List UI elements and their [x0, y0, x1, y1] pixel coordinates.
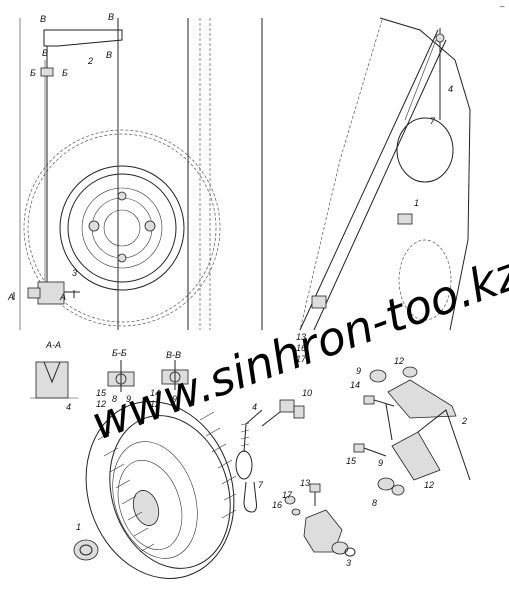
bolt-16-17 — [284, 495, 301, 516]
callout-12a: 12 — [394, 356, 404, 366]
section-mark-v-top-right: В — [108, 12, 114, 22]
section-mark-v-top-left: В — [40, 14, 46, 24]
callout-4: 4 — [252, 402, 257, 412]
section-bb-label-15: 15 — [96, 388, 107, 398]
labels: В В В В Б Б А А 2 3 4 7 1 13 16 17 А-А 4… — [7, 2, 505, 568]
winch — [303, 509, 356, 557]
spare-wheel-tire — [85, 401, 237, 579]
callout-2: 2 — [87, 56, 93, 66]
callout-12b: 12 — [424, 480, 434, 490]
callout-1-right: 1 — [414, 198, 419, 208]
callout-16: 16 — [296, 343, 306, 353]
section-mark-a-right: А — [59, 292, 66, 302]
mounting-plate — [391, 409, 471, 481]
callout-17-detail: 17 — [282, 490, 293, 500]
corner-mark: – — [500, 2, 505, 11]
bracket — [385, 379, 457, 441]
bolt-13 — [309, 483, 321, 506]
section-vv-label-9: 9 — [172, 394, 177, 404]
section-bb-label-8: 8 — [112, 394, 117, 404]
main-view-left — [13, 18, 263, 330]
callout-2-detail: 2 — [461, 416, 467, 426]
section-vv-title: В-В — [166, 350, 181, 360]
callout-9b: 9 — [378, 458, 383, 468]
section-mark-b-left: Б — [30, 68, 36, 78]
callout-3-detail: 3 — [346, 558, 351, 568]
section-vv-label-14: 14 — [150, 388, 160, 398]
callout-15: 15 — [346, 456, 357, 466]
callout-4-right: 4 — [448, 84, 453, 94]
section-vv-label-12: 12 — [150, 399, 160, 409]
callout-3: 3 — [72, 268, 77, 278]
section-mark-b-right: Б — [62, 68, 68, 78]
section-aa-title: А-А — [45, 340, 61, 350]
callout-13-detail: 13 — [300, 478, 310, 488]
callout-17: 17 — [296, 354, 307, 364]
callout-1-detail: 1 — [76, 522, 81, 532]
callout-7: 7 — [258, 480, 264, 490]
callout-16-detail: 16 — [272, 500, 282, 510]
section-vv-detail — [161, 360, 189, 390]
cable — [235, 409, 263, 480]
wheel-nut — [73, 539, 99, 561]
pin — [261, 399, 305, 427]
section-mark-v-mid-left: В — [42, 48, 48, 58]
callout-9a: 9 — [356, 366, 361, 376]
section-bb-label-12: 12 — [96, 399, 106, 409]
section-aa-label-4: 4 — [66, 402, 71, 412]
callout-14: 14 — [350, 380, 360, 390]
callout-10: 10 — [302, 388, 312, 398]
section-mark-v-mid-right: В — [106, 50, 112, 60]
section-bb-label-9: 9 — [126, 394, 131, 404]
section-bb-detail — [107, 360, 135, 392]
section-mark-a-left: А — [7, 292, 14, 302]
callout-8: 8 — [372, 498, 377, 508]
section-aa-detail — [30, 361, 78, 399]
callout-13: 13 — [296, 332, 306, 342]
callout-7-right: 7 — [430, 116, 436, 126]
bolts-14-15 — [353, 395, 395, 457]
hook — [243, 481, 257, 513]
section-bb-title: Б-Б — [112, 348, 127, 358]
main-view-right — [299, 17, 471, 331]
